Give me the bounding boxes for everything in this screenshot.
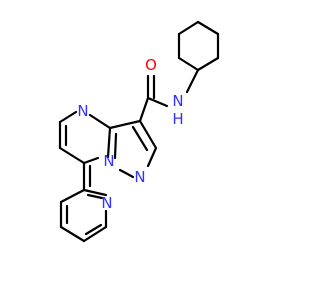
bond <box>113 132 118 160</box>
bond <box>108 119 142 130</box>
bond <box>106 126 112 159</box>
bond <box>59 188 86 204</box>
bond <box>86 193 104 200</box>
bond-lines <box>58 20 220 243</box>
bond <box>146 146 158 168</box>
pyrazole-nitrogen-label: N <box>134 168 145 186</box>
bond <box>138 96 150 123</box>
bond <box>84 223 103 236</box>
bond <box>58 146 86 165</box>
bond <box>185 68 200 94</box>
bond <box>88 113 112 130</box>
pyrimidine-nitrogen-label: N <box>77 102 88 120</box>
bond <box>82 225 108 243</box>
bond <box>196 56 220 72</box>
bond <box>138 119 158 150</box>
bond <box>82 188 108 197</box>
atom-labels: O N H N N N N <box>77 56 183 212</box>
oxygen-label: O <box>145 56 157 74</box>
bond <box>177 56 200 72</box>
bond <box>58 110 78 124</box>
amide-hydrogen-label: H <box>172 110 183 128</box>
pyridine-nitrogen-label: N <box>101 194 112 212</box>
molecule-structure: O N H N N N N <box>58 20 220 243</box>
bond <box>59 225 86 243</box>
amide-nitrogen-label: N <box>172 92 183 110</box>
bond <box>131 125 149 152</box>
bridge-nitrogen-label: N <box>103 152 114 170</box>
bond <box>196 20 220 36</box>
bond <box>82 156 100 165</box>
bond <box>146 96 169 108</box>
bond <box>118 168 135 179</box>
bond <box>177 20 200 36</box>
